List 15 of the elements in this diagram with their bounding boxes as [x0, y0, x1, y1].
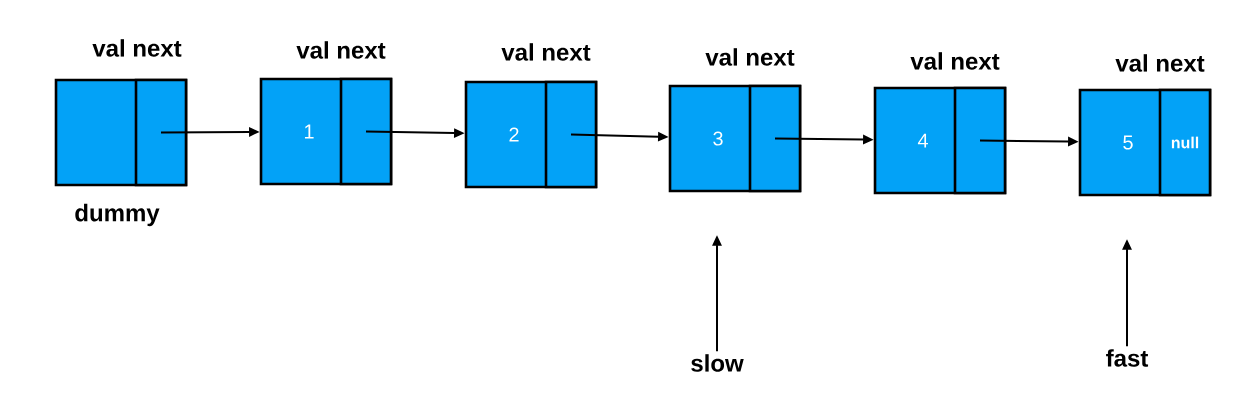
pointer-cell: null — [1158, 88, 1212, 197]
field-header: val next — [1115, 54, 1205, 72]
field-header: val next — [705, 48, 795, 66]
pointer-label: fast — [1106, 349, 1149, 367]
field-header: val next — [296, 41, 386, 59]
pointer-cell — [748, 84, 802, 193]
field-header: val next — [910, 52, 1000, 70]
field-header: val next — [501, 43, 591, 61]
pointer-cell — [134, 78, 188, 187]
field-header: val next — [92, 39, 182, 57]
pointer-cell — [544, 80, 598, 189]
pointer-cell — [953, 86, 1007, 195]
pointer-cell — [339, 77, 393, 186]
pointer-label: slow — [691, 354, 744, 372]
node-caption: dummy — [75, 203, 160, 227]
